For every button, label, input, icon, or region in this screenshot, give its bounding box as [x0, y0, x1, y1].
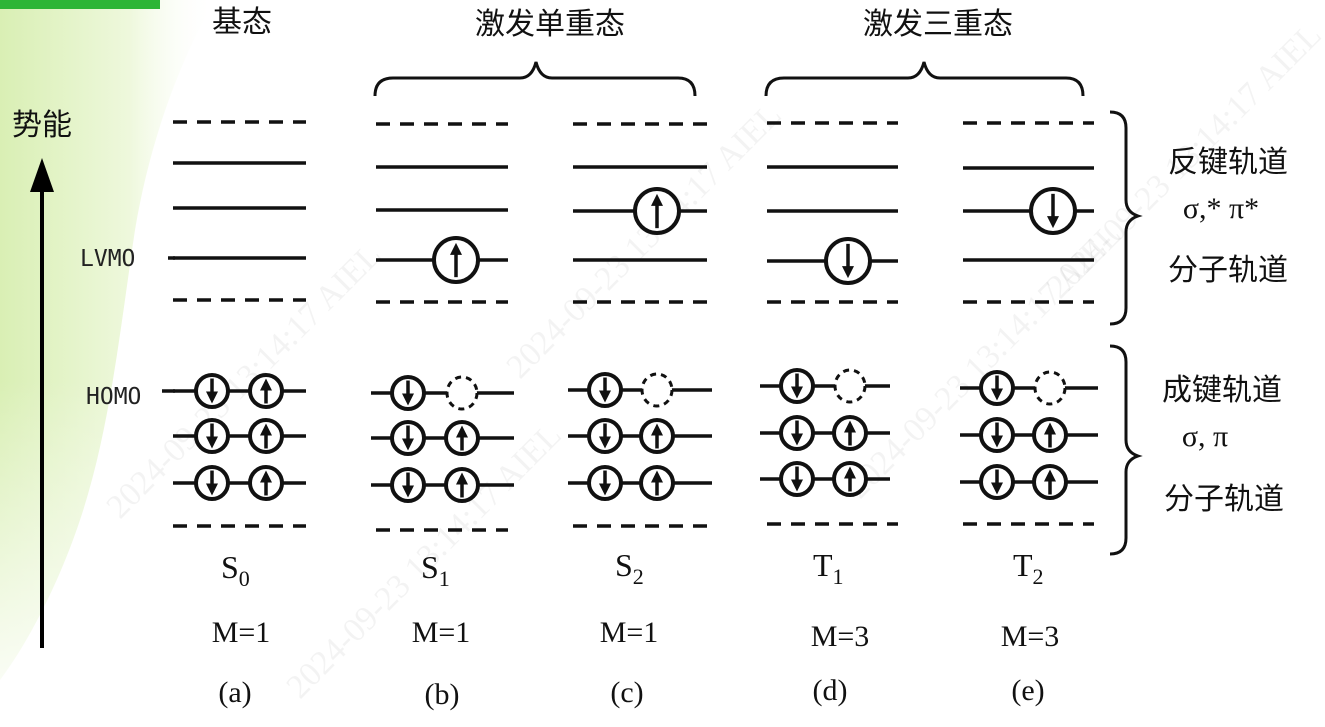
electron-spin-up: [1032, 417, 1068, 453]
electron-vacancy: [640, 372, 674, 408]
axis-label: 势能: [12, 108, 72, 143]
electron-spin-up: [832, 415, 868, 451]
excited-electron: [824, 237, 872, 285]
state-labels: S0 S1 S2 T1 T2 M=1 M=1 M=1 M=3 M=3 (a) (…: [212, 547, 1060, 711]
electron-vacancy: [445, 375, 479, 411]
antibonding-label: 反键轨道: [1168, 145, 1288, 180]
state-c-multiplicity: M=1: [600, 616, 659, 649]
excited-electron: [633, 187, 681, 235]
state-e-tag: (e): [1011, 674, 1044, 707]
electron-spin-up: [444, 467, 480, 503]
energy-axis: 势能: [12, 108, 72, 648]
triplet-title: 激发三重态: [863, 7, 1013, 42]
electron-vacancy: [1033, 370, 1067, 406]
electron-spin-down: [390, 420, 426, 456]
electron-spin-up: [1032, 464, 1068, 500]
state-e-symbol: T2: [1013, 547, 1044, 589]
electron-spin-down: [979, 417, 1015, 453]
ground-state-title: 基态: [212, 5, 272, 40]
state-a-orbitals: [173, 120, 306, 528]
excited-electron: [1029, 187, 1077, 235]
state-d-tag: (d): [813, 674, 848, 707]
state-b-tag: (b): [425, 678, 460, 711]
electron-spin-down: [587, 418, 623, 454]
antibonding-brace: [1109, 110, 1143, 326]
homo-label: HOMO: [86, 384, 141, 410]
accent-bar: [0, 0, 160, 9]
state-d-orbitals: [760, 121, 898, 526]
lumo-label: LVMO: [80, 246, 135, 272]
electron-spin-up: [639, 465, 675, 501]
bonding-brace: [1109, 344, 1143, 556]
bonding-label: 成键轨道: [1162, 373, 1282, 408]
electron-spin-down: [194, 465, 230, 501]
state-b-orbitals: [371, 122, 514, 532]
electron-spin-down: [390, 467, 426, 503]
state-a-multiplicity: M=1: [212, 616, 271, 649]
bonding-symbols: σ, π: [1182, 420, 1228, 453]
singlet-title: 激发单重态: [475, 7, 625, 42]
state-b-multiplicity: M=1: [412, 616, 471, 649]
state-e-orbitals: [960, 121, 1098, 526]
electron-spin-up: [832, 461, 868, 497]
electron-spin-down: [194, 418, 230, 454]
state-b-symbol: S1: [421, 549, 450, 591]
electron-spin-down: [587, 465, 623, 501]
electron-spin-up: [248, 373, 284, 409]
state-a-tag: (a): [218, 676, 251, 709]
electron-spin-up: [639, 418, 675, 454]
electron-spin-down: [194, 373, 230, 409]
electron-spin-down: [587, 372, 623, 408]
electron-vacancy: [833, 368, 867, 404]
electron-spin-up: [248, 465, 284, 501]
electron-spin-up: [248, 418, 284, 454]
electron-spin-down: [779, 415, 815, 451]
excited-electron: [432, 236, 480, 284]
electron-spin-down: [779, 368, 815, 404]
electron-spin-up: [444, 420, 480, 456]
state-c-tag: (c): [610, 676, 643, 709]
triplet-brace: [764, 61, 1085, 97]
state-d-symbol: T1: [813, 547, 844, 589]
antibonding-mo-label: 分子轨道: [1168, 253, 1288, 288]
state-c-symbol: S2: [615, 547, 644, 589]
singlet-brace: [373, 61, 697, 97]
watermark-text: 2024-09-23 13:14:17 AIEL: [499, 96, 788, 385]
electron-spin-down: [390, 375, 426, 411]
electron-spin-down: [979, 464, 1015, 500]
state-e-multiplicity: M=3: [1001, 620, 1060, 653]
electron-spin-down: [779, 461, 815, 497]
state-c-orbitals: [568, 122, 712, 528]
bonding-mo-label: 分子轨道: [1164, 482, 1284, 517]
watermark: 2024-09-23 13:14:17 AIEL2024-09-23 13:14…: [99, 16, 1325, 705]
orbital-levels: [162, 120, 1098, 532]
background-decoration: [0, 0, 230, 727]
state-a-symbol: S0: [221, 549, 250, 591]
antibonding-symbols: σ,* π*: [1183, 192, 1259, 225]
state-d-multiplicity: M=3: [811, 620, 870, 653]
electron-spin-down: [979, 370, 1015, 406]
